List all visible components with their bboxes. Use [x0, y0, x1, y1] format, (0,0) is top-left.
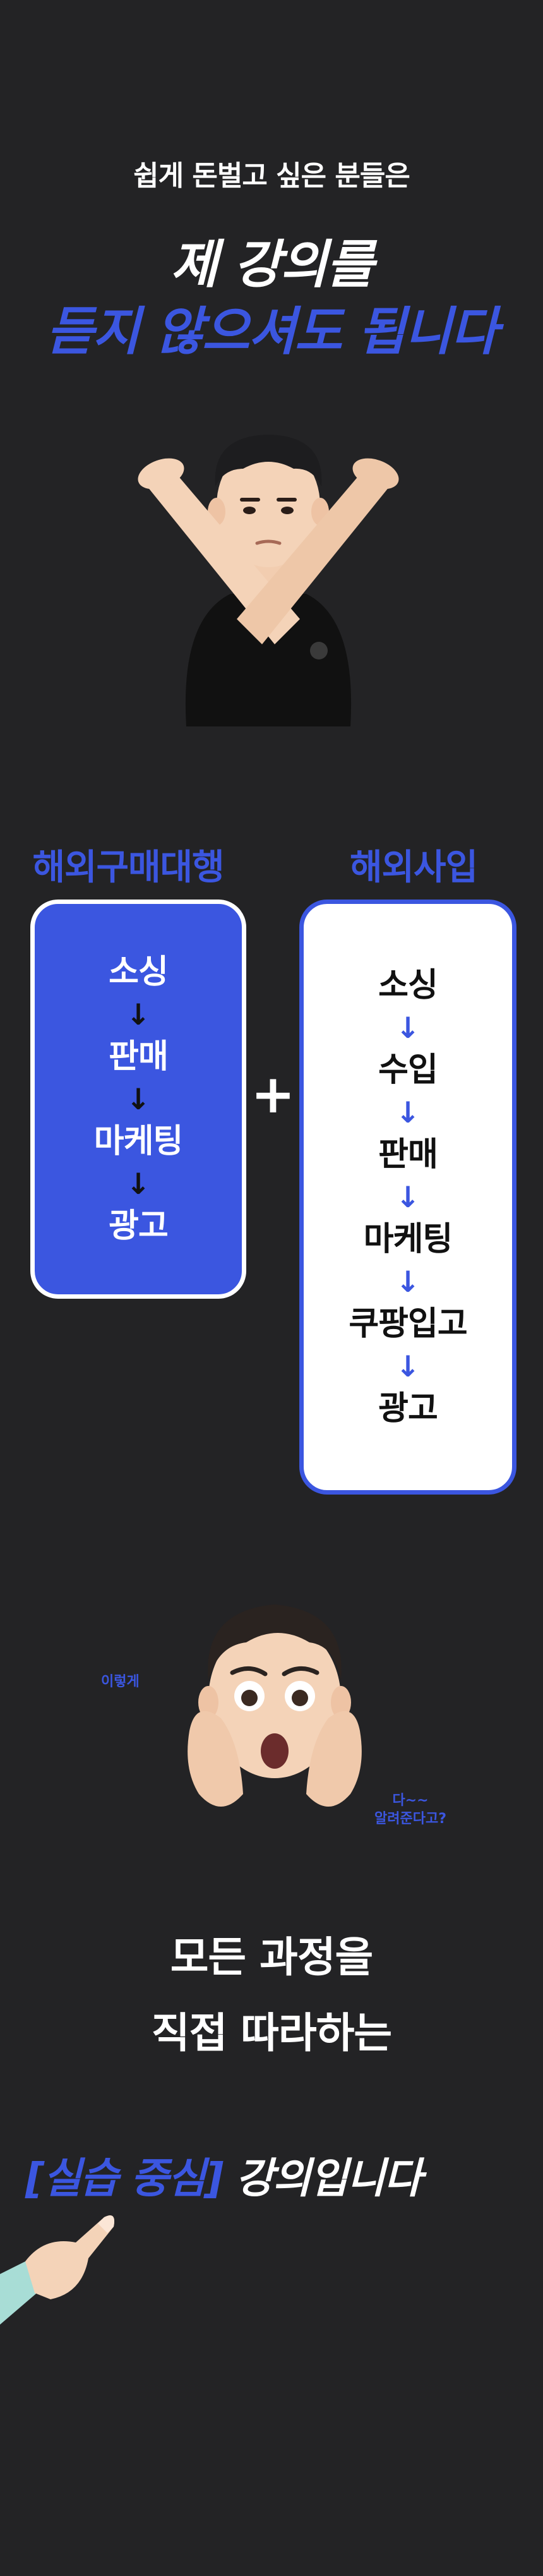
arrow-down-icon: ↓ [126, 997, 151, 1032]
step-item: 판매 [378, 1136, 438, 1174]
arrow-down-icon: ↓ [395, 1349, 421, 1383]
step-item: 수입 [378, 1051, 438, 1089]
step-item: 소싱 [109, 953, 169, 991]
step-item: 쿠팡입고 [349, 1305, 467, 1343]
overseas-purchasing-steps: 소싱 ↓ 판매 ↓ 마케팅 ↓ 광고 [30, 900, 246, 1299]
reaction-caption-left: 이렇게 [101, 1674, 140, 1690]
hands-on-lecture-headline: [실습 중심] 강의입니다 [25, 2145, 543, 2205]
reaction-caption-right-line2: 알려준다고? [374, 1810, 446, 1827]
arrow-down-icon: ↓ [126, 1167, 151, 1201]
reaction-caption-right: 다~~ 알려준다고? [360, 1792, 461, 1828]
hands-on-rest: 강의입니다 [222, 2154, 422, 2203]
arrow-down-icon: ↓ [395, 1265, 421, 1299]
process-line1: 모든 과정을 [170, 1933, 374, 1982]
headline-line2: 듣지 않으셔도 됩니다 [45, 302, 498, 362]
arrow-down-icon: ↓ [395, 1095, 421, 1129]
overseas-import-steps: 소싱 ↓ 수입 ↓ 판매 ↓ 마케팅 ↓ 쿠팡입고 ↓ 광고 [299, 900, 516, 1495]
step-item: 소싱 [378, 966, 438, 1004]
intro-text: 쉽게 돈벌고 싶은 분들은 [133, 160, 410, 192]
arrow-down-icon: ↓ [395, 1011, 421, 1045]
surprised-memoji-icon [188, 1604, 362, 1807]
step-item: 마케팅 [93, 1122, 184, 1160]
step-item: 마케팅 [363, 1220, 453, 1258]
arrow-down-icon: ↓ [126, 1082, 151, 1116]
pointing-hand-icon [0, 2215, 114, 2325]
reaction-caption-right-line1: 다~~ [392, 1793, 429, 1809]
arms-crossed-memoji-icon [138, 435, 399, 726]
overseas-purchasing-title: 해외구매대행 [32, 847, 224, 888]
step-item: 광고 [109, 1207, 169, 1245]
arrow-down-icon: ↓ [395, 1180, 421, 1214]
step-item: 광고 [378, 1390, 438, 1428]
step-item: 판매 [109, 1038, 169, 1076]
process-line2: 직접 따라하는 [151, 2009, 392, 2057]
overseas-import-title: 해외사입 [349, 847, 478, 888]
hands-on-highlight: [실습 중심] [25, 2154, 224, 2203]
plus-icon: + [251, 1063, 295, 1125]
headline-line1: 제 강의를 [170, 235, 374, 295]
